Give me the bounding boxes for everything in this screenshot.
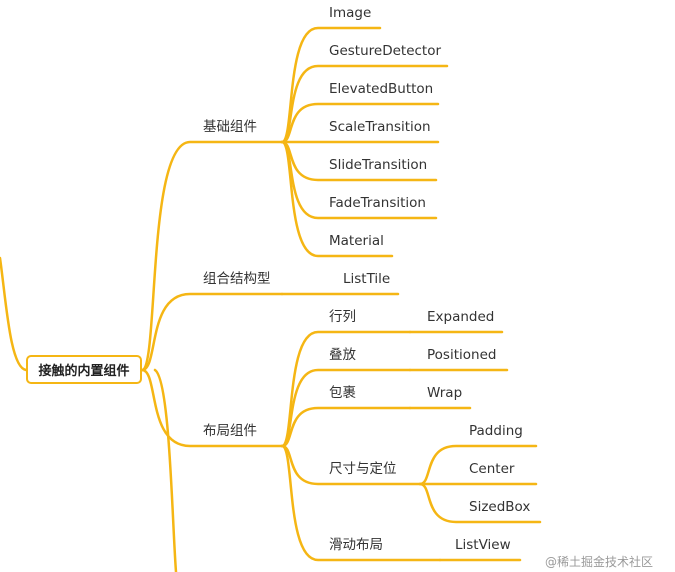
- line-layout-sub-1: [280, 368, 412, 448]
- leaf-elevated-button[interactable]: ElevatedButton: [329, 81, 434, 97]
- leaf-sized-box[interactable]: SizedBox: [469, 499, 531, 515]
- line-layout-sub-2: [280, 406, 412, 448]
- leaf-center[interactable]: Center: [469, 461, 515, 477]
- leaf-image[interactable]: Image: [329, 5, 372, 21]
- line-layout-sub-4: [280, 444, 442, 562]
- leaf-positioned[interactable]: Positioned: [427, 347, 497, 363]
- subgroup-wrap[interactable]: 包裹: [329, 385, 356, 401]
- line-size-padding: [418, 444, 538, 486]
- leaf-padding[interactable]: Padding: [469, 423, 523, 439]
- line-root-composite: [140, 292, 284, 372]
- subgroup-row-column[interactable]: 行列: [329, 309, 356, 325]
- leaf-list-tile[interactable]: ListTile: [343, 271, 391, 287]
- line-basic-leaf-2: [280, 102, 440, 144]
- group-basic-components[interactable]: 基础组件: [203, 119, 257, 135]
- leaf-material[interactable]: Material: [329, 233, 384, 249]
- line-basic-leaf-6: [280, 140, 394, 258]
- subgroup-size-position[interactable]: 尺寸与定位: [329, 461, 397, 477]
- leaf-gesture-detector[interactable]: GestureDetector: [329, 43, 442, 59]
- subgroup-stack[interactable]: 叠放: [329, 347, 356, 363]
- leaf-expanded[interactable]: Expanded: [427, 309, 495, 325]
- group-composite[interactable]: 组合结构型: [203, 271, 271, 287]
- line-root-basic: [140, 140, 284, 372]
- leaf-list-view[interactable]: ListView: [455, 537, 511, 553]
- root-incoming-line: [0, 256, 28, 372]
- line-root-layout: [140, 368, 284, 448]
- leaf-slide-transition[interactable]: SlideTransition: [329, 157, 428, 173]
- leaf-fade-transition[interactable]: FadeTransition: [329, 195, 426, 211]
- leaf-scale-transition[interactable]: ScaleTransition: [329, 119, 431, 135]
- group-layout-components[interactable]: 布局组件: [203, 423, 257, 439]
- root-tail-line: [153, 368, 178, 572]
- watermark: @稀土掘金技术社区: [545, 555, 654, 569]
- line-size-sizedbox: [418, 482, 542, 524]
- leaf-wrap[interactable]: Wrap: [427, 385, 463, 401]
- root-node[interactable]: 接触的内置组件: [26, 355, 142, 384]
- line-basic-leaf-1: [280, 64, 449, 144]
- subgroup-scroll-layout[interactable]: 滑动布局: [329, 537, 383, 553]
